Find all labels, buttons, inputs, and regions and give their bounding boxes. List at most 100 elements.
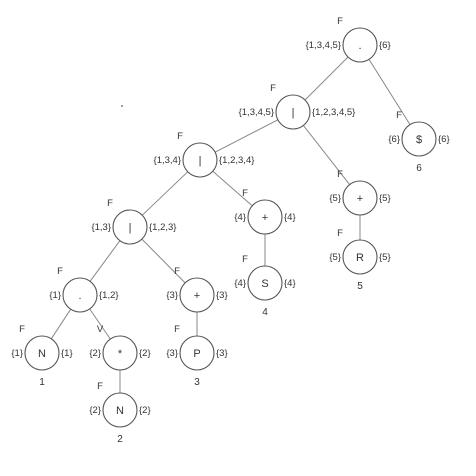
node-circle	[102, 392, 138, 428]
position-number: 2	[117, 434, 123, 445]
node-symbol: N	[38, 348, 46, 360]
edge-or_mid-plus_s	[212, 170, 253, 207]
firstpos-label: {2}	[89, 405, 101, 416]
node-symbol: |	[292, 107, 295, 119]
node-end: $ F {6} {6} 6	[388, 110, 449, 174]
edge-or_low-concat_low	[89, 240, 121, 282]
tree-edges	[50, 56, 411, 393]
firstpos-label: {6}	[388, 134, 400, 145]
lastpos-label: {1,2,3}	[149, 222, 176, 233]
node-circle	[62, 277, 98, 313]
edge-or_low-plus_p	[141, 238, 186, 284]
firstpos-label: {5}	[329, 252, 341, 263]
nullable-label: V	[97, 324, 104, 335]
nullable-label: F	[174, 324, 180, 335]
firstpos-label: {5}	[329, 193, 341, 204]
tree-nodes: . F {1,3,4,5} {6} | F {1,3,4,5} {1,2,3,4,5} $ F {6…	[11, 16, 449, 445]
node-symbol: .	[78, 290, 81, 302]
node-circle	[102, 335, 138, 371]
nullable-label: F	[396, 110, 402, 121]
firstpos-label: {3}	[166, 290, 178, 301]
firstpos-label: {1,3,4,5}	[306, 40, 341, 51]
node-circle	[342, 239, 378, 275]
node-circle	[179, 277, 215, 313]
lastpos-label: {3}	[216, 348, 228, 359]
lastpos-label: {6}	[438, 134, 450, 145]
firstpos-label: {2}	[89, 348, 101, 359]
lastpos-label: {5}	[379, 252, 391, 263]
node-symbol: |	[129, 222, 132, 234]
node-symbol: |	[199, 155, 202, 167]
edge-concat_root-end	[368, 59, 411, 125]
node-symbol: P	[193, 348, 200, 360]
firstpos-label: {4}	[234, 212, 246, 223]
node-leaf_p: P F {3} {3} 3	[166, 324, 227, 388]
nullable-label: F	[19, 324, 25, 335]
lastpos-label: {1}	[61, 348, 73, 359]
edge-concat_low-star	[89, 308, 111, 340]
node-leaf_r: R F {5} {5} 5	[329, 228, 390, 292]
lastpos-label: {3}	[216, 290, 228, 301]
node-plus_s: + F {4} {4}	[234, 188, 296, 235]
firstpos-label: {3}	[166, 348, 178, 359]
nullable-label: F	[337, 169, 343, 180]
nullable-label: F	[242, 254, 248, 265]
node-symbol: +	[262, 212, 268, 224]
nullable-label: F	[57, 266, 63, 277]
position-number: 3	[194, 377, 200, 388]
nullable-label: F	[97, 381, 103, 392]
node-plus_p: + F {3} {3}	[166, 266, 228, 313]
node-symbol: R	[356, 252, 364, 264]
position-number: 5	[357, 281, 363, 292]
node-or_top: | F {1,3,4,5} {1,2,3,4,5}	[239, 83, 355, 130]
node-leaf_n1: NF{1}{1}1	[11, 324, 72, 388]
node-symbol: +	[357, 193, 363, 205]
lastpos-label: {1,2,3,4}	[219, 155, 254, 166]
node-circle	[342, 180, 378, 216]
node-star: * V {2} {2}	[89, 324, 151, 371]
lastpos-label: {1,2}	[99, 290, 119, 301]
nullable-label: F	[107, 198, 113, 209]
nullable-label: F	[337, 16, 343, 27]
node-symbol: *	[118, 348, 123, 360]
lastpos-label: {2}	[139, 348, 151, 359]
firstpos-label: {1}	[11, 348, 23, 359]
node-symbol: N	[116, 405, 124, 417]
edge-concat_root-or_top	[304, 56, 349, 101]
node-plus_r: + F {5} {5}	[329, 169, 391, 216]
lastpos-label: {5}	[379, 193, 391, 204]
edge-concat_low-leaf_n1	[50, 308, 72, 340]
node-concat_low: . F {1} {1,2}	[49, 266, 119, 313]
firstpos-label: {1,3}	[91, 222, 111, 233]
lastpos-label: {4}	[284, 278, 296, 289]
node-circle	[247, 265, 283, 301]
firstpos-label: {1,3,4,5}	[239, 107, 274, 118]
firstpos-label: {1,3,4}	[154, 155, 181, 166]
firstpos-label: {1}	[49, 290, 61, 301]
node-concat_root: . F {1,3,4,5} {6}	[306, 16, 391, 63]
node-leaf_s: SF{4}{4}4	[234, 254, 295, 318]
nullable-label: F	[177, 131, 183, 142]
edge-or_mid-or_low	[141, 171, 189, 216]
node-or_low: | F {1,3} {1,2,3}	[91, 198, 176, 245]
lastpos-label: {4}	[284, 212, 296, 223]
position-number: 4	[262, 307, 268, 318]
node-circle	[275, 94, 311, 130]
node-circle	[24, 335, 60, 371]
lastpos-label: {6}	[379, 40, 391, 51]
node-circle	[112, 209, 148, 245]
node-symbol: +	[194, 290, 200, 302]
nullable-label: F	[242, 188, 248, 199]
nullable-label: F	[270, 83, 276, 94]
edge-or_top-plus_r	[303, 125, 350, 185]
nullable-label: F	[337, 228, 343, 239]
position-number: 6	[416, 163, 422, 174]
lastpos-label: {1,2,3,4,5}	[312, 107, 355, 118]
stray-dot	[121, 105, 123, 107]
node-circle	[182, 142, 218, 178]
nullable-label: F	[174, 266, 180, 277]
node-leaf_n2: NF{2}{2}2	[89, 381, 150, 445]
node-symbol: .	[358, 40, 361, 52]
node-symbol: $	[416, 134, 422, 146]
